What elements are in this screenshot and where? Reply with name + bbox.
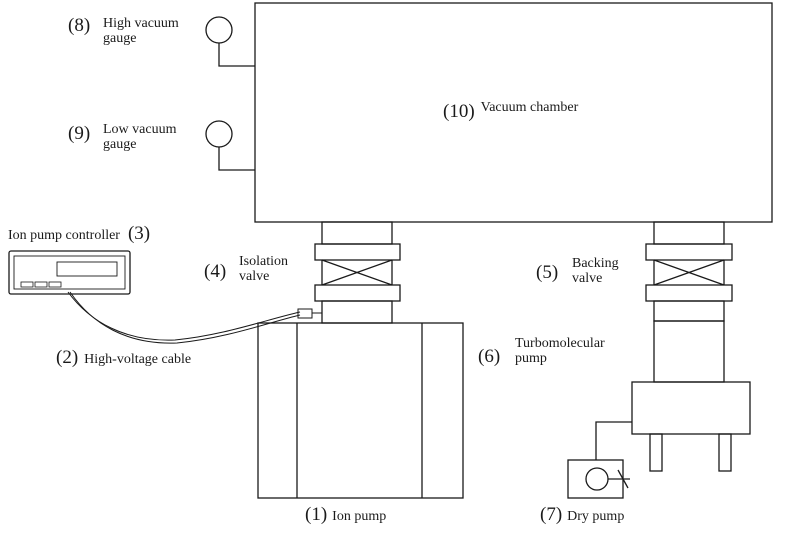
ion-pump-controller [8, 250, 131, 295]
high-gauge-line1: High vacuum [103, 16, 179, 31]
label-ion-pump-controller: Ion pump controller (3) [8, 224, 150, 243]
label-turbomolecular-pump: (6) [478, 347, 500, 366]
label-dry-pump: (7) Dry pump [540, 505, 624, 524]
backing-valve-line2: valve [572, 271, 603, 286]
label-vacuum-chamber: (10) Vacuum chamber [443, 100, 579, 122]
label-high-vacuum-gauge: (8) [68, 16, 90, 35]
high-vacuum-gauge [205, 16, 255, 67]
chamber-text: Vacuum chamber [480, 100, 579, 115]
turbo-pump-number: (6) [478, 346, 501, 367]
label-backing-valve: (5) [536, 263, 558, 282]
low-gauge-line1: Low vacuum [103, 122, 177, 137]
high-gauge-line2: gauge [103, 31, 137, 46]
chamber-number: (10) [443, 101, 475, 122]
isolation-valve-line1: Isolation [239, 254, 288, 269]
label-ion-pump: (1) Ion pump [305, 505, 386, 524]
dry-pump-number: (7) [540, 504, 563, 525]
turbo-pump-line1: Turbomolecular [515, 336, 605, 351]
low-gauge-number: (9) [68, 123, 91, 144]
label-high-voltage-cable: (2) High-voltage cable [56, 348, 191, 367]
backing-valve [645, 221, 733, 322]
ion-pump-text: Ion pump [332, 509, 387, 524]
high-voltage-cable [67, 291, 322, 344]
dry-pump [567, 421, 632, 499]
controller-text: Ion pump controller [8, 228, 120, 243]
backing-valve-line1: Backing [572, 256, 619, 271]
label-low-vacuum-gauge: (9) [68, 124, 90, 143]
ion-pump-number: (1) [305, 504, 328, 525]
turbomolecular-pump [631, 320, 751, 472]
label-high-gauge-text: High vacuum gauge [103, 16, 179, 46]
ion-pump [257, 322, 464, 499]
label-isolation-valve: (4) [204, 262, 226, 281]
label-turbo-pump-text: Turbomolecular pump [515, 336, 605, 366]
low-gauge-line2: gauge [103, 137, 137, 152]
label-backing-valve-text: Backing valve [572, 256, 619, 286]
backing-valve-number: (5) [536, 262, 559, 283]
high-gauge-number: (8) [68, 15, 91, 36]
dry-pump-text: Dry pump [567, 509, 625, 524]
label-low-gauge-text: Low vacuum gauge [103, 122, 176, 152]
isolation-valve [314, 221, 401, 324]
cable-text: High-voltage cable [84, 352, 192, 367]
isolation-valve-number: (4) [204, 261, 227, 282]
turbo-pump-line2: pump [515, 351, 547, 366]
low-vacuum-gauge [205, 120, 255, 171]
controller-number: (3) [127, 223, 151, 244]
vacuum-chamber [254, 2, 773, 223]
cable-number: (2) [56, 347, 79, 368]
isolation-valve-line2: valve [239, 269, 270, 284]
label-isolation-valve-text: Isolation valve [239, 254, 288, 284]
